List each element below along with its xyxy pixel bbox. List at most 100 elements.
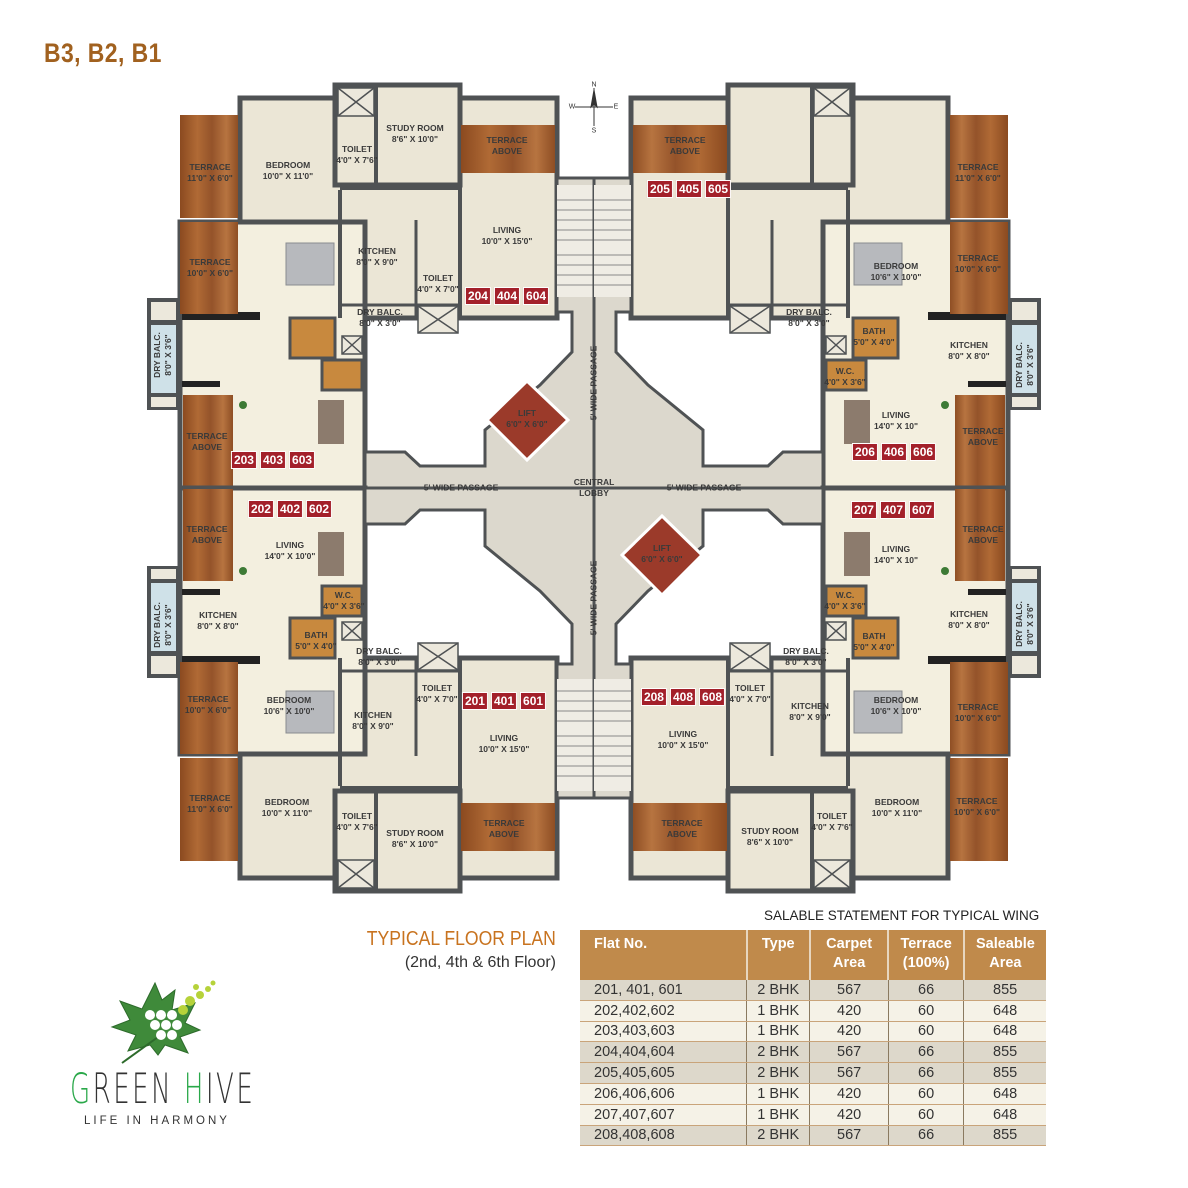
room-name: KITCHEN bbox=[358, 246, 396, 256]
room-name: BEDROOM bbox=[266, 695, 312, 705]
table-cell: 202,402,602 bbox=[580, 1000, 748, 1022]
room-name: TERRACE bbox=[962, 524, 1004, 534]
room-name: W.C. bbox=[334, 590, 354, 600]
room-dimensions: 10'0" X 6'0" bbox=[184, 705, 232, 715]
room-dimensions: 10'0" X 6'0" bbox=[953, 807, 1001, 817]
room-dimensions: 8'6" X 10'0" bbox=[391, 134, 439, 144]
compass-icon bbox=[575, 88, 613, 126]
table-cell: 60 bbox=[888, 1083, 965, 1105]
room-name: TERRACE bbox=[483, 818, 525, 828]
table-cell: 208,408,608 bbox=[580, 1125, 748, 1147]
room-name: STUDY ROOM bbox=[741, 826, 799, 836]
lift-shaft-upper bbox=[484, 378, 571, 463]
room-dimensions: 10'0" X 11'0" bbox=[261, 808, 313, 818]
salable-statement-caption: SALABLE STATEMENT FOR TYPICAL WING bbox=[764, 908, 1040, 923]
room-label: DRY BALC.8'0" X 3'6" bbox=[152, 332, 174, 378]
room-name: W.C. bbox=[835, 366, 855, 376]
flat-number-badge: 401 bbox=[490, 692, 518, 710]
room-dimensions: 14'0" X 10'0" bbox=[264, 551, 316, 561]
room-dimensions: 14'0" X 10" bbox=[873, 421, 919, 431]
table-cell: 1 BHK bbox=[746, 1021, 811, 1043]
room-name: TOILET bbox=[422, 273, 454, 283]
room-dimensions: 5'0" X 4'0" bbox=[853, 337, 895, 347]
room-dimensions: ABOVE bbox=[191, 442, 223, 452]
room-dimensions: 6'0" X 6'0" bbox=[506, 419, 548, 429]
brand-word-green: REEN bbox=[92, 1064, 184, 1113]
table-cell: 60 bbox=[888, 1000, 965, 1022]
room-dimensions: 11'0" X 6'0" bbox=[187, 804, 233, 814]
room-dimensions: 8'0" X 8'0" bbox=[948, 620, 990, 630]
room-name: BATH bbox=[862, 631, 886, 641]
table-cell: 420 bbox=[809, 1104, 889, 1126]
table-cell: 207,407,607 bbox=[580, 1104, 748, 1126]
room-name: DRY BALC. bbox=[1014, 342, 1024, 388]
room-dimensions: 10'0" X 6'0" bbox=[186, 268, 234, 278]
column-header: Type bbox=[746, 930, 811, 980]
table-cell: 205,405,605 bbox=[580, 1062, 748, 1084]
table-cell: 420 bbox=[809, 1000, 889, 1022]
table-cell: 567 bbox=[809, 1125, 889, 1147]
room-name: TOILET bbox=[341, 811, 373, 821]
room-dimensions: 8'0" X 3'6" bbox=[163, 334, 173, 376]
room-dimensions: 4'0" X 3'6" bbox=[824, 377, 866, 387]
room-name: DRY BALC. bbox=[152, 332, 162, 378]
table-cell: 855 bbox=[963, 1041, 1046, 1064]
room-name: LIFT bbox=[518, 408, 536, 418]
room-name: TERRACE bbox=[189, 162, 231, 172]
room-name: TOILET bbox=[341, 144, 373, 154]
table-cell: 1 BHK bbox=[746, 1104, 811, 1126]
room-dimensions: ABOVE bbox=[967, 437, 999, 447]
flat-number-badge: 606 bbox=[910, 443, 937, 461]
flat-number-badge: 208 bbox=[640, 688, 667, 706]
room-dimensions: 10'6" X 10'0" bbox=[870, 706, 922, 716]
room-name: LIFT bbox=[653, 543, 671, 553]
room-name: TERRACE bbox=[186, 431, 228, 441]
room-dimensions: ABOVE bbox=[669, 146, 701, 156]
room-dimensions: 5'0" X 4'0" bbox=[853, 642, 895, 652]
room-dimensions: LOBBY bbox=[579, 488, 609, 498]
room-name: TERRACE bbox=[186, 524, 228, 534]
room-dimensions: 8'6" X 10'0" bbox=[746, 837, 794, 847]
flat-number-badge: 202 bbox=[247, 500, 274, 518]
compass-west: W bbox=[568, 103, 576, 111]
flat-number-badge: 604 bbox=[523, 287, 550, 305]
room-dimensions: 14'0" X 10" bbox=[873, 555, 919, 565]
room-name: 5' WIDE PASSAGE bbox=[588, 345, 599, 421]
room-name: TERRACE bbox=[189, 793, 231, 803]
brand-name: GREEN HIVE bbox=[70, 1064, 255, 1113]
green-hive-leaf-logo bbox=[110, 980, 216, 1064]
room-dimensions: 8'0" X 8'0" bbox=[948, 351, 990, 361]
room-dimensions: 4'0" X 7'6" bbox=[811, 822, 853, 832]
room-dimensions: 10'6" X 10'0" bbox=[870, 272, 922, 282]
floor-plan-title: TYPICAL FLOOR PLAN bbox=[366, 928, 556, 950]
room-name: CENTRAL bbox=[573, 477, 615, 487]
flat-number-badge: 206 bbox=[851, 443, 878, 461]
room-name: STUDY ROOM bbox=[386, 828, 444, 838]
